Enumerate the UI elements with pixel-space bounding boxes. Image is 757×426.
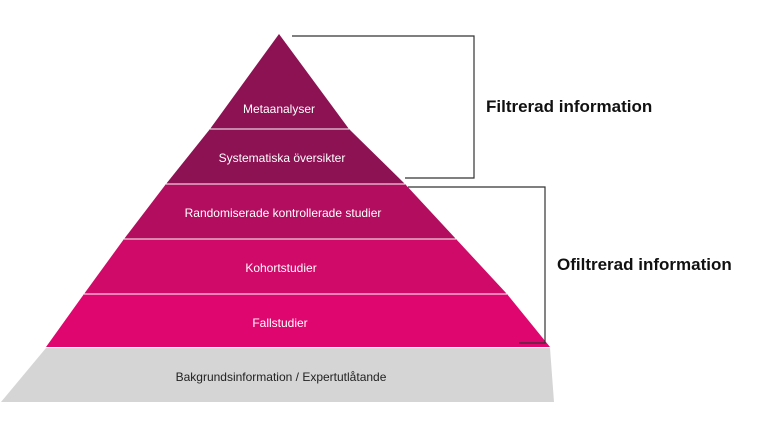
group-label-filtered: Filtrerad information bbox=[486, 97, 653, 116]
level-label-kohortstudier: Kohortstudier bbox=[245, 261, 316, 275]
pyramid-level-randomiserade-kontrollerade-studier bbox=[124, 184, 456, 239]
pyramid-level-kohortstudier bbox=[84, 239, 507, 294]
bracket-filtered bbox=[292, 35, 475, 179]
level-label-fallstudier: Fallstudier bbox=[252, 316, 307, 330]
pyramid-level-fallstudier bbox=[46, 294, 550, 347]
level-label-metaanalyser: Metaanalyser bbox=[243, 102, 315, 116]
pyramid-level-metaanalyser bbox=[210, 34, 349, 129]
level-label-systematiska-oversikter: Systematiska översikter bbox=[219, 151, 346, 165]
level-dividers bbox=[84, 128, 507, 295]
level-label-base: Bakgrundsinformation / Expertutlåtande bbox=[176, 370, 387, 384]
bracket-unfiltered bbox=[408, 186, 546, 344]
level-label-randomiserade-kontrollerade-studier: Randomiserade kontrollerade studier bbox=[185, 206, 382, 220]
group-label-unfiltered: Ofiltrerad information bbox=[557, 255, 732, 274]
pyramid-level-systematiska-oversikter bbox=[166, 129, 405, 184]
pyramid-level-base bbox=[1, 348, 554, 402]
